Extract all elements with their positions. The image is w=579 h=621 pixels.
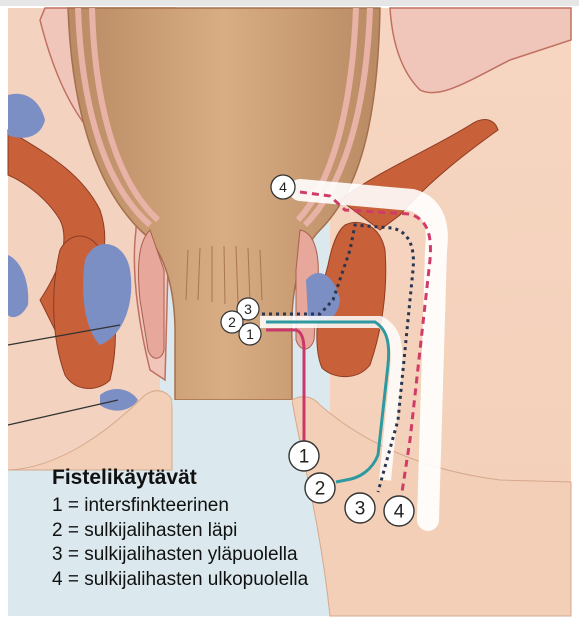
callout-internal-1-label: 1 bbox=[246, 326, 254, 342]
callout-external-2-label: 2 bbox=[315, 479, 326, 500]
callout-external-2: 2 bbox=[305, 473, 335, 503]
callout-external-4-label: 4 bbox=[394, 502, 405, 523]
fistula-legend: Fistelikäytävät 1 = intersfinkteerinen 2… bbox=[52, 466, 308, 592]
legend-item-3-number: 3 bbox=[52, 544, 63, 565]
callout-top-4: 4 bbox=[271, 175, 295, 199]
legend-item-4-text: = sulkijalihasten ulkopuolella bbox=[68, 569, 308, 590]
legend-item-4-number: 4 bbox=[52, 569, 63, 590]
legend-item-2: 2 = sulkijalihasten läpi bbox=[52, 519, 308, 544]
top-frame-line bbox=[0, 0, 579, 6]
legend-item-1: 1 = intersfinkteerinen bbox=[52, 494, 308, 519]
legend-item-3-text: = sulkijalihasten yläpuolella bbox=[68, 544, 298, 565]
anal-opening bbox=[172, 400, 292, 470]
callout-top-4-label: 4 bbox=[279, 179, 287, 195]
callout-internal-2-label: 2 bbox=[228, 314, 236, 330]
legend-item-1-number: 1 bbox=[52, 495, 63, 516]
legend-item-3: 3 = sulkijalihasten yläpuolella bbox=[52, 543, 308, 568]
callout-internal-3-label: 3 bbox=[244, 301, 252, 317]
callout-external-1-label: 1 bbox=[299, 447, 310, 468]
legend-title: Fistelikäytävät bbox=[52, 466, 308, 490]
callout-internal-1: 1 bbox=[239, 323, 261, 345]
legend-item-2-text: = sulkijalihasten läpi bbox=[68, 520, 238, 541]
legend-item-1-text: = intersfinkteerinen bbox=[68, 495, 229, 516]
callout-external-3-label: 3 bbox=[355, 499, 366, 520]
legend-item-2-number: 2 bbox=[52, 520, 63, 541]
callout-external-3: 3 bbox=[345, 493, 375, 523]
callout-external-4: 4 bbox=[384, 496, 414, 526]
legend-item-4: 4 = sulkijalihasten ulkopuolella bbox=[52, 568, 308, 593]
